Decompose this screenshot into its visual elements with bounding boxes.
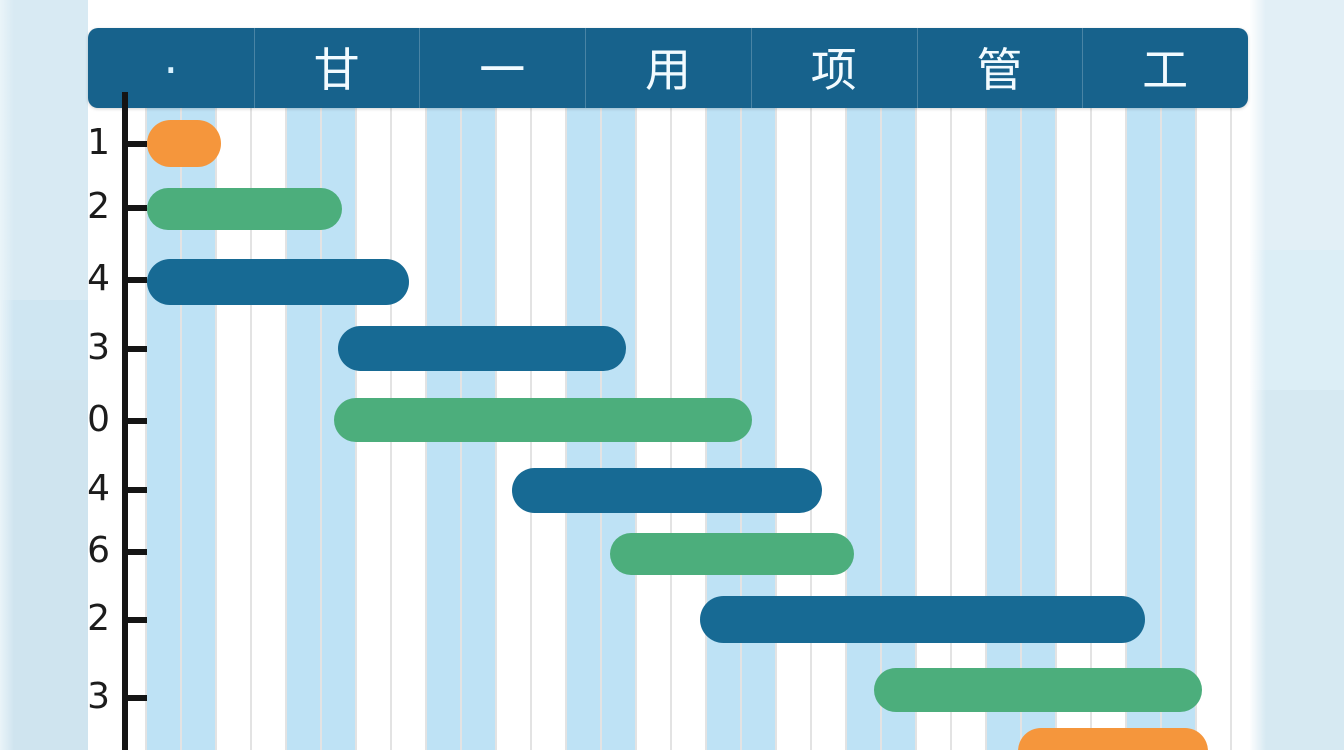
gantt-bar[interactable] bbox=[147, 120, 221, 167]
background-band bbox=[985, 108, 1020, 750]
gridline bbox=[1195, 108, 1197, 750]
y-axis-tick bbox=[128, 277, 147, 283]
y-axis-tick bbox=[128, 346, 147, 352]
gridline bbox=[250, 108, 252, 750]
gridline bbox=[320, 108, 322, 750]
gridline bbox=[145, 108, 147, 750]
gridline bbox=[1090, 108, 1092, 750]
y-axis-tick bbox=[128, 418, 147, 424]
y-axis-tick bbox=[128, 205, 147, 211]
gridline bbox=[285, 108, 287, 750]
gridline bbox=[985, 108, 987, 750]
y-axis-label: 2 bbox=[87, 598, 110, 639]
background-band bbox=[1020, 108, 1055, 750]
gridline bbox=[1230, 108, 1232, 750]
gridline bbox=[1055, 108, 1057, 750]
y-axis-tick bbox=[128, 695, 147, 701]
gridline bbox=[845, 108, 847, 750]
gantt-bar[interactable] bbox=[147, 188, 342, 230]
background-band bbox=[845, 108, 880, 750]
gridline bbox=[1160, 108, 1162, 750]
y-axis-label: 4 bbox=[87, 468, 110, 509]
gantt-bar[interactable] bbox=[338, 326, 626, 371]
gantt-bar[interactable] bbox=[1018, 728, 1208, 750]
chart-title-bar: · 甘一用项管工 bbox=[88, 28, 1248, 108]
header-cell-yi: 一 bbox=[419, 28, 585, 108]
gantt-bar[interactable] bbox=[874, 668, 1202, 712]
header-cell-guan: 管 bbox=[916, 28, 1083, 108]
gridline bbox=[1020, 108, 1022, 750]
background-band bbox=[1125, 108, 1160, 750]
y-axis-tick bbox=[128, 141, 147, 147]
gantt-bar[interactable] bbox=[610, 533, 854, 575]
gridline bbox=[880, 108, 882, 750]
gantt-bar[interactable] bbox=[700, 596, 1145, 643]
y-axis-label: 4 bbox=[87, 258, 110, 299]
y-axis-label: 3 bbox=[87, 327, 110, 368]
y-axis-label: 1 bbox=[87, 122, 110, 163]
y-axis-tick bbox=[128, 617, 147, 623]
y-axis-label: 0 bbox=[87, 399, 110, 440]
y-axis-line bbox=[122, 92, 128, 750]
gridline bbox=[215, 108, 217, 750]
gridline bbox=[180, 108, 182, 750]
gantt-bar[interactable] bbox=[512, 468, 822, 513]
y-axis-tick bbox=[128, 549, 147, 555]
header-cell-xiang: 项 bbox=[750, 28, 917, 108]
background-band bbox=[880, 108, 915, 750]
background-band bbox=[1160, 108, 1195, 750]
gridline bbox=[775, 108, 777, 750]
header-cell-yong: 用 bbox=[585, 28, 751, 108]
gridline bbox=[810, 108, 812, 750]
gridline bbox=[950, 108, 952, 750]
y-axis-label: 3 bbox=[87, 676, 110, 717]
gridline bbox=[1125, 108, 1127, 750]
y-axis-tick bbox=[128, 487, 147, 493]
header-cell-gan: 甘 bbox=[253, 28, 420, 108]
header-cell-gong: 工 bbox=[1082, 28, 1248, 108]
gantt-bar[interactable] bbox=[147, 259, 409, 305]
y-axis-label: 6 bbox=[87, 530, 110, 571]
gridline bbox=[915, 108, 917, 750]
gantt-bar[interactable] bbox=[334, 398, 752, 442]
header-cell-dot: · bbox=[163, 43, 179, 97]
y-axis-label: 2 bbox=[87, 186, 110, 227]
